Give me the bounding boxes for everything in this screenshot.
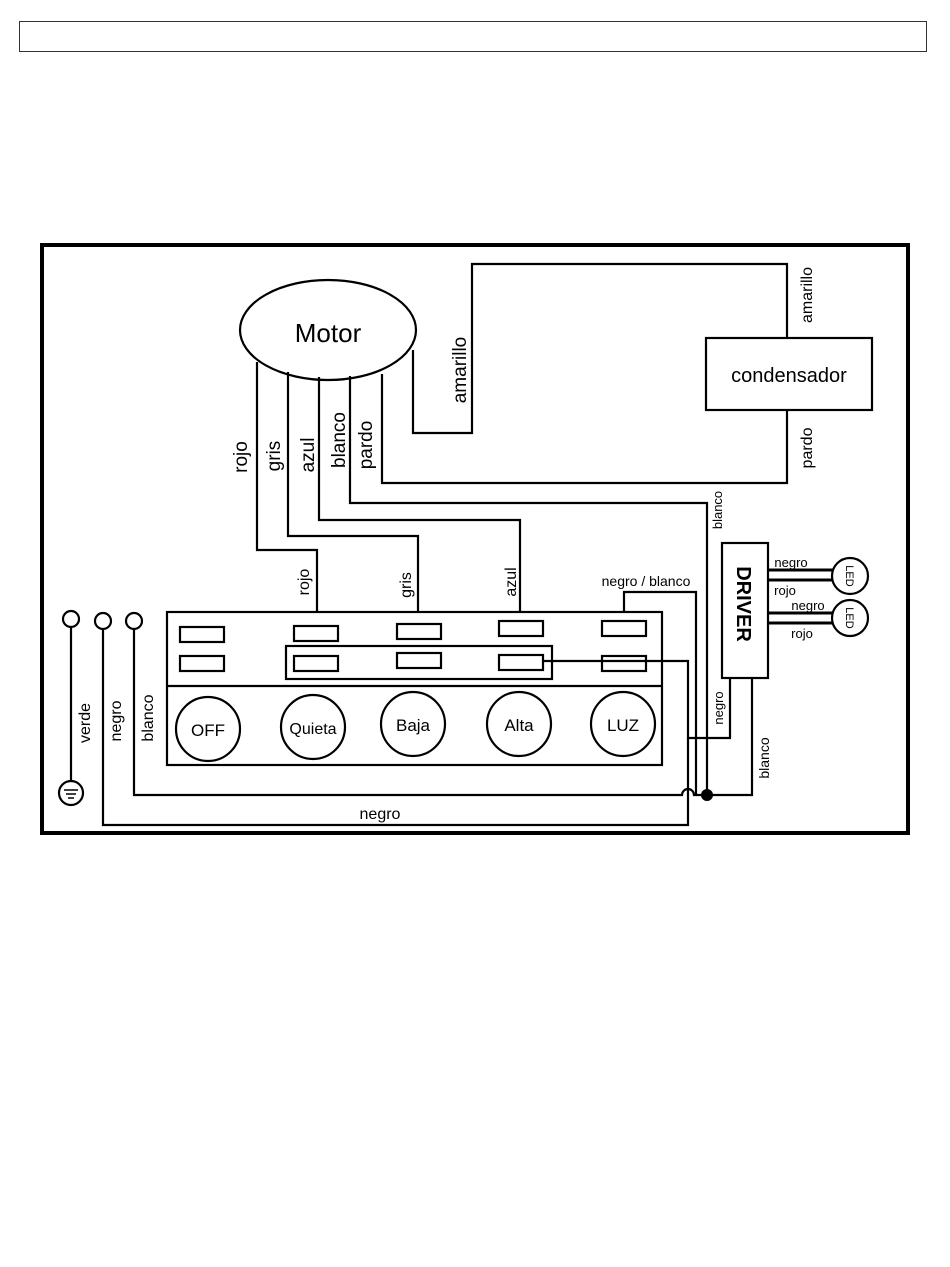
switch-azul-label: azul — [503, 567, 520, 596]
terminal — [602, 656, 646, 671]
ground-icon — [59, 781, 83, 805]
supply-verde-terminal — [63, 611, 79, 627]
motor-wire-blanco-label: blanco — [329, 412, 350, 468]
bottom-negro-label: negro — [360, 806, 401, 823]
terminal — [294, 656, 338, 671]
led-2-label: LED — [843, 607, 855, 628]
capacitor-wire-amarillo-label: amarillo — [799, 267, 816, 323]
motor-wire-rojo-label: rojo — [231, 441, 252, 473]
driver-wire-blanco-bottom-label: blanco — [756, 737, 772, 778]
terminal — [180, 627, 224, 642]
button-baja-label: Baja — [396, 716, 431, 735]
terminal — [180, 656, 224, 671]
supply-negro-label: negro — [108, 700, 125, 741]
terminal — [397, 624, 441, 639]
junction-dot — [701, 789, 713, 801]
button-luz-label: LUZ — [607, 716, 639, 735]
motor-label: Motor — [295, 318, 362, 348]
led-2-wires — [768, 613, 836, 623]
capacitor-wire-pardo-label: pardo — [799, 427, 816, 468]
switch-negro-blanco-label: negro / blanco — [602, 573, 691, 589]
button-quieta-label: Quieta — [289, 721, 336, 738]
driver-wire-rojo-2-label: rojo — [791, 626, 813, 641]
driver-wire-negro-1-label: negro — [774, 555, 807, 570]
motor-wire-amarillo-label: amarillo — [450, 337, 471, 404]
motor-wire-gris-label: gris — [264, 441, 285, 472]
capacitor-label: condensador — [731, 365, 847, 387]
supply-blanco-label: blanco — [140, 694, 157, 741]
driver-wire-rojo-1-label: rojo — [774, 583, 796, 598]
led-1-wires — [768, 570, 836, 580]
terminal — [294, 626, 338, 641]
motor-wire-pardo-label: pardo — [356, 421, 377, 470]
motor-wire-azul-label: azul — [298, 438, 319, 473]
driver-wire-negro-2-label: negro — [791, 598, 824, 613]
terminal — [499, 621, 543, 636]
led-1-label: LED — [843, 565, 855, 586]
driver-wire-blanco-top-label: blanco — [710, 491, 725, 529]
supply-verde-label: verde — [77, 703, 94, 743]
supply-negro-terminal — [95, 613, 111, 629]
button-off-label: OFF — [191, 721, 225, 740]
driver-wire-negro-bottom-label: negro — [711, 691, 726, 724]
terminal — [602, 621, 646, 636]
supply-blanco-terminal — [126, 613, 142, 629]
switch-rojo-label: rojo — [296, 569, 313, 596]
driver-label: DRIVER — [732, 566, 754, 642]
terminal — [397, 653, 441, 668]
switch-gris-label: gris — [398, 572, 415, 598]
button-alta-label: Alta — [504, 716, 534, 735]
terminal — [499, 655, 543, 670]
